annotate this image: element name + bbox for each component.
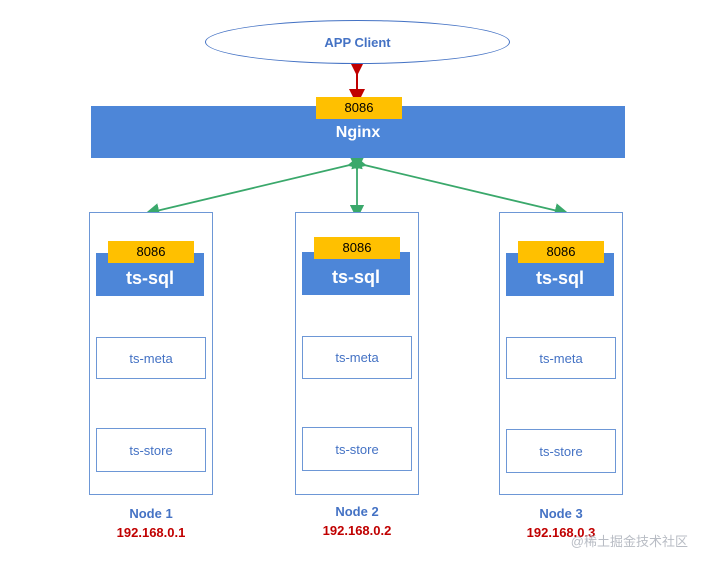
node-1-ts-meta: ts-meta	[96, 337, 206, 379]
nginx-port-badge: 8086	[316, 97, 402, 119]
nginx-node1-link	[144, 155, 363, 218]
node-2-name: Node 2	[335, 504, 379, 519]
node-3-name: Node 3	[539, 506, 583, 521]
node-2-ts-store: ts-store	[302, 427, 412, 471]
node-1-ip: 192.168.0.1	[116, 525, 186, 540]
nginx-node3-link	[351, 155, 570, 218]
node-1-name: Node 1	[129, 506, 173, 521]
node-1-port-badge: 8086	[108, 241, 194, 263]
node-2-ts-meta: ts-meta	[302, 336, 412, 379]
node-3-ts-meta: ts-meta	[506, 337, 616, 379]
watermark: @稀土掘金技术社区	[570, 534, 688, 549]
node-1-ts-meta-label: ts-meta	[129, 350, 173, 366]
node-2-port-badge: 8086	[314, 237, 400, 259]
node-2-ts-store-label: ts-store	[335, 441, 379, 457]
node-1-ts-store: ts-store	[96, 428, 206, 472]
node-3-ts-meta-label: ts-meta	[539, 350, 583, 366]
node-3-port-badge: 8086	[518, 241, 604, 263]
node-3-ip: 192.168.0.3	[526, 525, 596, 540]
node-1-ts-store-label: ts-store	[129, 442, 173, 458]
app-client-label: APP Client	[324, 34, 391, 50]
nginx-label: Nginx	[335, 124, 381, 141]
node-2-ts-meta-label: ts-meta	[335, 350, 379, 365]
node-3-ts-store: ts-store	[506, 429, 616, 473]
app-client-node: APP Client	[205, 20, 510, 64]
node-2-ip: 192.168.0.2	[322, 523, 392, 538]
node-3-ts-store-label: ts-store	[539, 443, 583, 459]
node-2-ts-sql: ts-sql	[302, 252, 410, 295]
